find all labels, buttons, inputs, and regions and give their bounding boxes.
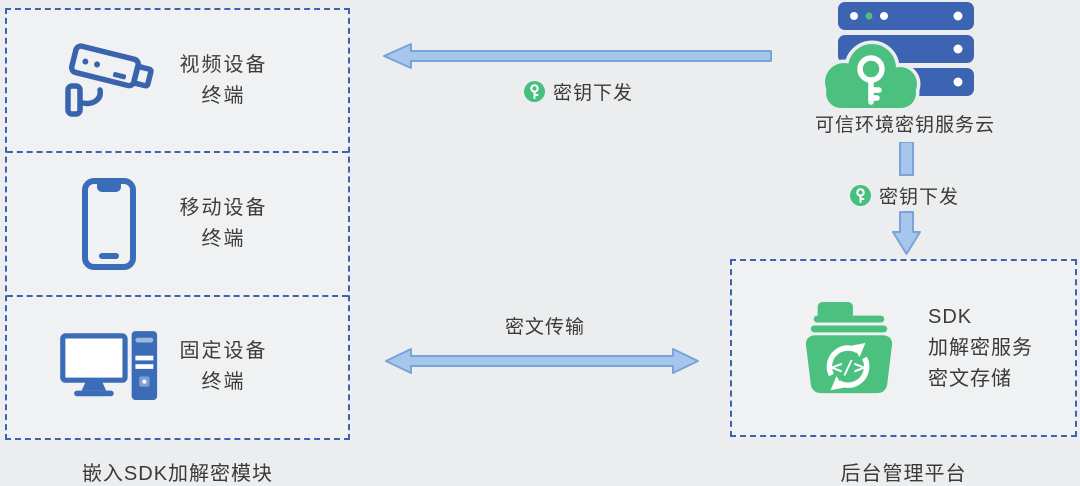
device-label-line2: 终端 (201, 84, 246, 107)
device-label-line1: 移动设备 (179, 196, 268, 219)
device-box-label: 视频设备 终端 (159, 50, 348, 112)
key-distribution-down-label: 密钥下发 (879, 187, 960, 208)
device-box-label: 固定设备 终端 (159, 336, 348, 398)
device-label-line1: 固定设备 (179, 340, 268, 363)
cloud-service-label: 可信环境密钥服务云 (814, 115, 995, 136)
desktop-computer-icon (59, 317, 159, 417)
device-box-label: 移动设备 终端 (159, 193, 348, 255)
smartphone-icon (59, 174, 159, 274)
key-distribution-arrow (383, 43, 772, 69)
device-label-line2: 终端 (201, 227, 246, 250)
backend-line-sdk: SDK (928, 305, 973, 328)
left-panel-caption: 嵌入SDK加解密模块 (81, 463, 274, 485)
device-label-line2: 终端 (201, 371, 246, 394)
backend-panel-caption: 后台管理平台 (840, 463, 967, 485)
key-badge-icon (524, 81, 545, 102)
cctv-camera-icon (59, 31, 159, 131)
server-cloud-key-icon (818, 2, 982, 112)
key-distribution-down-arrow (892, 142, 921, 255)
device-box-video: 视频设备 终端 (7, 10, 348, 151)
device-box-fixed: 固定设备 终端 (7, 294, 348, 438)
backend-sdk-panel: </> SDK 加解密服务 密文存储 (730, 259, 1077, 437)
key-distribution-label: 密钥下发 (553, 83, 634, 104)
backend-sdk-text: SDK 加解密服务 密文存储 (928, 302, 1033, 395)
ciphertext-transfer-label: 密文传输 (504, 317, 585, 338)
device-label-line1: 视频设备 (179, 53, 268, 76)
folder-sync-code-icon: </> (805, 301, 893, 394)
ciphertext-transfer-arrow (385, 348, 699, 374)
device-box-mobile: 移动设备 终端 (7, 151, 348, 294)
key-distribution-down-label-row: 密钥下发 (850, 182, 959, 209)
svg-text:</>: </> (831, 357, 865, 378)
key-distribution-label-row: 密钥下发 (524, 78, 633, 105)
device-terminals-panel: 视频设备 终端 移动设备 终端 (5, 8, 350, 440)
backend-line-crypto-service: 加解密服务 (928, 336, 1033, 359)
key-badge-icon (850, 185, 871, 206)
backend-line-cipher-storage: 密文存储 (928, 367, 1012, 390)
